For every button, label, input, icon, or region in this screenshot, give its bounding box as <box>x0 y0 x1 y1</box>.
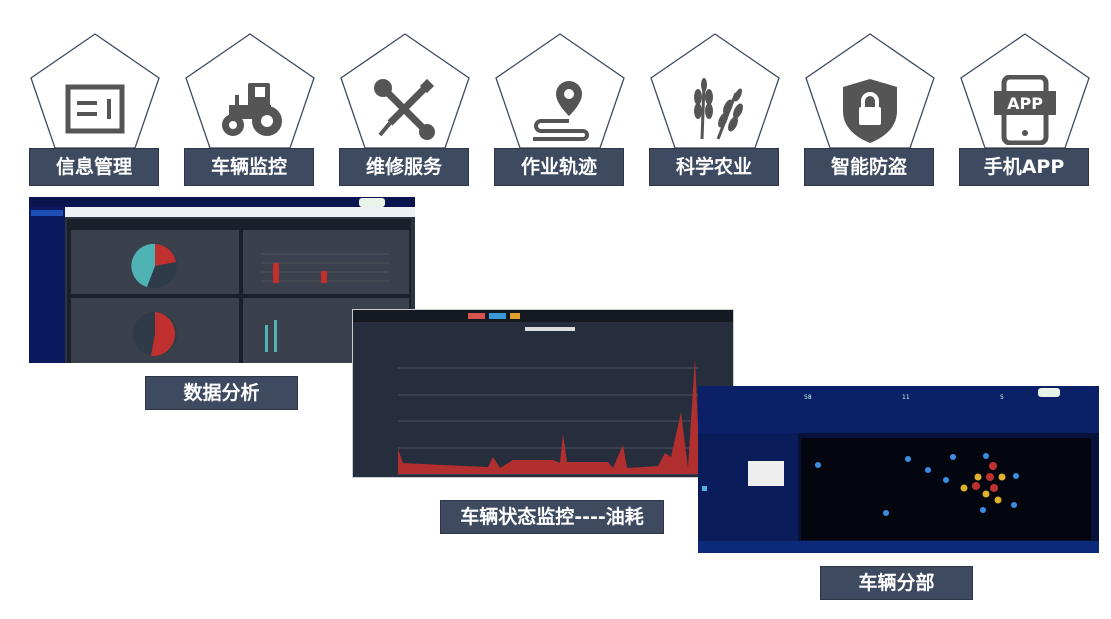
app-icon-text: APP <box>1007 94 1043 113</box>
fuel-monitor-label: 车辆状态监控----油耗 <box>440 500 664 534</box>
data-analysis-screenshot <box>29 197 415 363</box>
feature-3: 维修服务 <box>335 30 475 190</box>
fuel-area-chart-image <box>353 310 733 475</box>
shield-lock-icon <box>843 79 897 143</box>
feature-label: 车辆监控 <box>184 148 314 186</box>
fuel-monitor-screenshot <box>353 310 733 477</box>
feature-label: 作业轨迹 <box>494 148 624 186</box>
wheat-icon <box>694 78 743 140</box>
feature-1: 信息管理 <box>25 30 165 190</box>
tractor-icon <box>222 83 282 136</box>
vehicle-distribution-label: 车辆分部 <box>820 566 973 600</box>
feature-2: 车辆监控 <box>180 30 320 190</box>
feature-label: 科学农业 <box>649 148 779 186</box>
feature-7: APP 手机APP <box>955 30 1095 190</box>
feature-6: 智能防盗 <box>800 30 940 190</box>
stat-3: 5 <box>1000 394 1004 401</box>
feature-label: 维修服务 <box>339 148 469 186</box>
feature-label: 手机APP <box>959 148 1089 186</box>
dashboard-image <box>29 197 415 363</box>
data-analysis-label: 数据分析 <box>145 376 298 410</box>
feature-4: 作业轨迹 <box>490 30 630 190</box>
feature-5: 科学农业 <box>645 30 785 190</box>
stat-1: 58 <box>804 394 812 401</box>
phone-app-icon: APP <box>994 75 1056 145</box>
vehicle-distribution-screenshot: 58 11 5 <box>698 386 1099 553</box>
info-panel-icon <box>65 84 125 134</box>
feature-label: 智能防盗 <box>804 148 934 186</box>
feature-label: 信息管理 <box>29 148 159 186</box>
stat-2: 11 <box>902 394 910 401</box>
wrench-screwdriver-icon <box>374 78 435 140</box>
distribution-map-image: 58 11 5 <box>698 386 1099 553</box>
map-pin-route-icon <box>533 81 589 141</box>
